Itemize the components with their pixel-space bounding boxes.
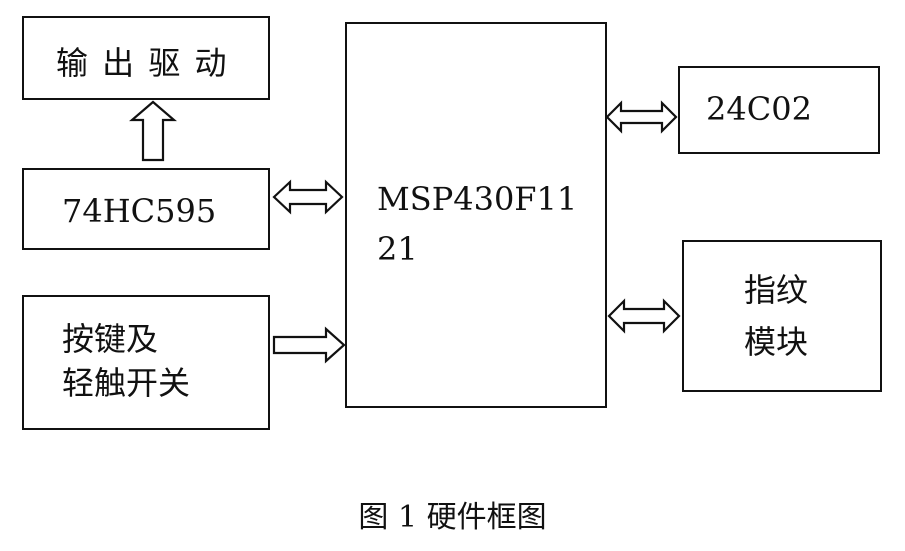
arrow-up-to-output-driver (129, 100, 177, 162)
keys-switches-label: 按键及 轻触开关 (62, 320, 191, 402)
shift-register-label: 74HC595 (62, 192, 217, 230)
arrow-bidirectional-eeprom (605, 100, 678, 134)
shift-register-block: 74HC595 (22, 168, 270, 250)
output-driver-block: 输 出 驱 动 (22, 16, 270, 100)
arrow-bidirectional-fingerprint (607, 298, 681, 334)
eeprom-block: 24C02 (678, 66, 880, 154)
arrow-bidirectional-shift-register (272, 179, 344, 215)
arrow-right-keys-to-mcu (272, 326, 346, 364)
eeprom-label: 24C02 (706, 90, 812, 128)
mcu-label: MSP430F11 21 (377, 180, 578, 268)
mcu-block: MSP430F11 21 (345, 22, 607, 408)
fingerprint-block: 指纹 模块 (682, 240, 882, 392)
keys-switches-block: 按键及 轻触开关 (22, 295, 270, 430)
output-driver-label: 输 出 驱 动 (56, 44, 229, 82)
figure-caption: 图 1 硬件框图 (358, 500, 547, 535)
fingerprint-label: 指纹 模块 (744, 271, 809, 361)
